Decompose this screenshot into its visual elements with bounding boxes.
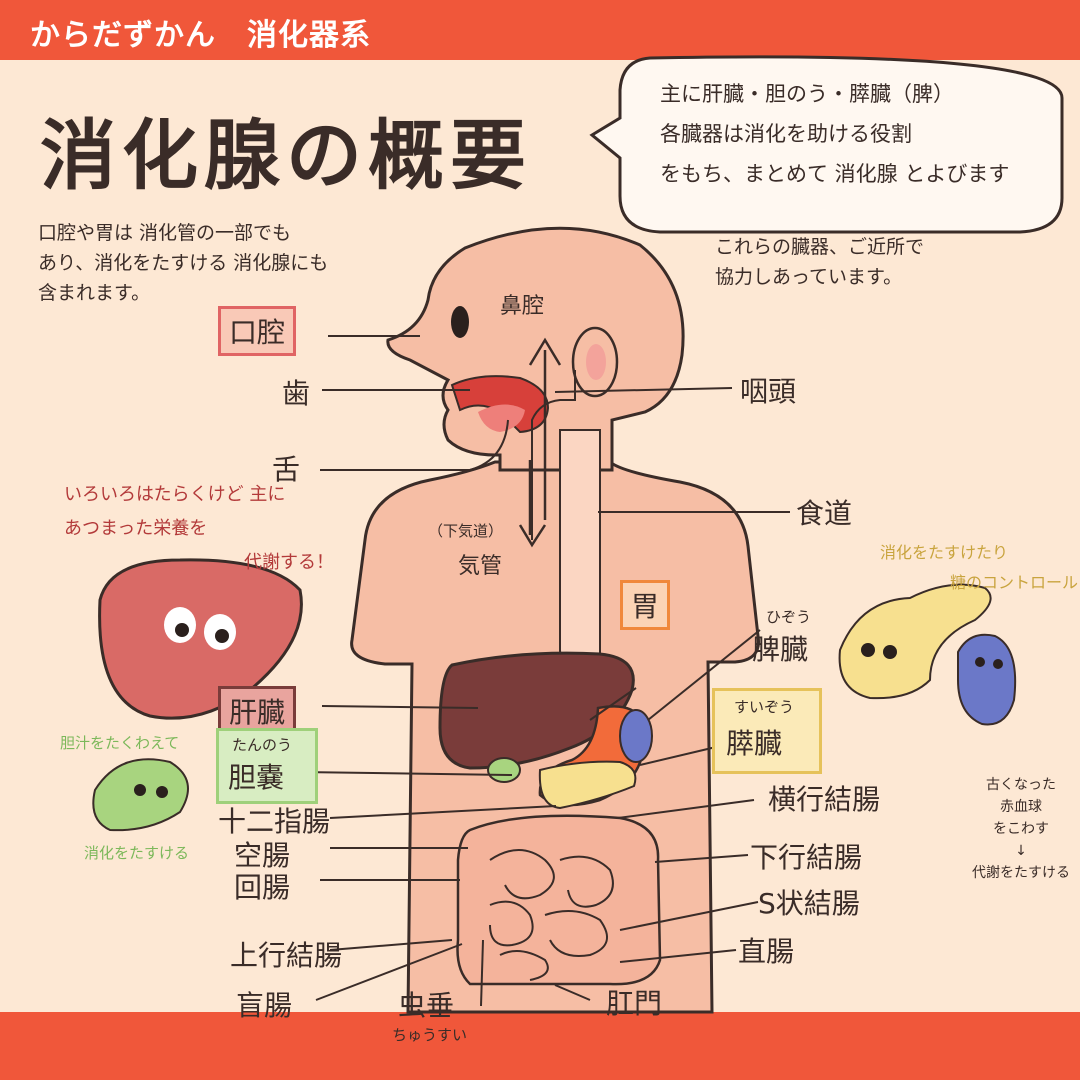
label-kikan: 気管	[458, 554, 503, 579]
liver-note: いろいろはたらくけど 主に あつまった栄養を 代謝する！	[64, 484, 334, 573]
bottom-band	[0, 1012, 1080, 1080]
airway-path	[531, 370, 576, 540]
label-shokudou: 食道	[796, 497, 853, 530]
label-koumon: 肛門	[606, 987, 663, 1020]
label-intou: 咽頭	[740, 375, 797, 408]
label-ha: 歯	[282, 377, 311, 410]
spleen-note: 古くなった 赤血球 をこわす ↓ 代謝をたすける	[972, 777, 1070, 881]
label-koukou: 口腔	[218, 306, 297, 356]
label-bikou: 鼻腔	[500, 294, 545, 319]
gallbladder-character	[92, 758, 189, 832]
label-mouchou: 盲腸	[236, 989, 293, 1022]
label-kakou: 下行結腸	[750, 841, 863, 874]
label-tannou: 胆嚢	[228, 761, 285, 794]
label-sjou: S状結腸	[758, 887, 860, 920]
spleen-organ	[619, 709, 653, 763]
gallbladder-organ	[487, 757, 521, 783]
mouth-cavity	[450, 375, 550, 434]
header-title: からだずかん 消化器系	[30, 18, 371, 53]
main-title: 消化腺の概要	[40, 111, 532, 200]
label-chuusui-reading: ちゅうすい	[392, 1026, 468, 1044]
label-joukou: 上行結腸	[230, 939, 343, 972]
label-suizou: 膵臓	[726, 727, 783, 760]
label-oukou: 横行結腸	[768, 783, 881, 816]
label-kuuchou: 空腸	[234, 839, 291, 872]
eye	[451, 306, 469, 338]
speech-bubble	[589, 55, 1064, 234]
note-right: これらの臓器、ご近所で 協力しあっています。	[715, 236, 925, 288]
liver-organ	[438, 651, 635, 770]
label-chuusui: 虫垂	[398, 989, 455, 1022]
esophagus	[559, 429, 601, 670]
leader-lines	[299, 335, 790, 1007]
trachea	[518, 460, 547, 548]
head-outline	[386, 226, 685, 472]
note-left: 口腔や胃は 消化管の一部でも あり、消化をたすける 消化腺にも 含まれます。	[38, 222, 329, 304]
airway-arrow	[528, 337, 562, 520]
label-i: 胃	[620, 580, 671, 630]
label-hizou-reading: ひぞう	[766, 608, 812, 626]
pancreas-organ	[538, 760, 637, 810]
spleen-character	[957, 633, 1017, 726]
label-kaichou: 回腸	[234, 871, 291, 904]
tongue	[478, 404, 525, 432]
pancreas-note: 消化をたすけたり 糖のコントロール	[880, 543, 1079, 592]
gall-note-top: 胆汁をたくわえて	[60, 734, 180, 752]
label-juunishi: 十二指腸	[218, 805, 331, 838]
colon	[456, 814, 662, 986]
label-chokuchou: 直腸	[738, 935, 795, 968]
label-tannou-reading: たんのう	[232, 736, 293, 754]
top-band	[0, 0, 1080, 60]
label-kikan-sub: （下気道）	[428, 522, 504, 540]
label-suizou-reading: すいぞう	[734, 698, 795, 716]
label-hizou: 脾臓	[752, 633, 809, 666]
label-shita: 舌	[272, 453, 301, 486]
label-suizou-box	[712, 688, 822, 774]
liver-character	[98, 558, 303, 720]
label-tannou-box	[216, 728, 318, 804]
gall-note-bottom: 消化をたすける	[84, 844, 190, 862]
bubble-text: 主に肝臓・胆のう・膵臓（脾） 各臓器は消化を助ける役割 をもち、まとめて 消化腺…	[660, 82, 1010, 186]
pancreas-character	[838, 583, 992, 700]
ear-inner	[586, 344, 606, 380]
small-intestine	[489, 849, 614, 981]
